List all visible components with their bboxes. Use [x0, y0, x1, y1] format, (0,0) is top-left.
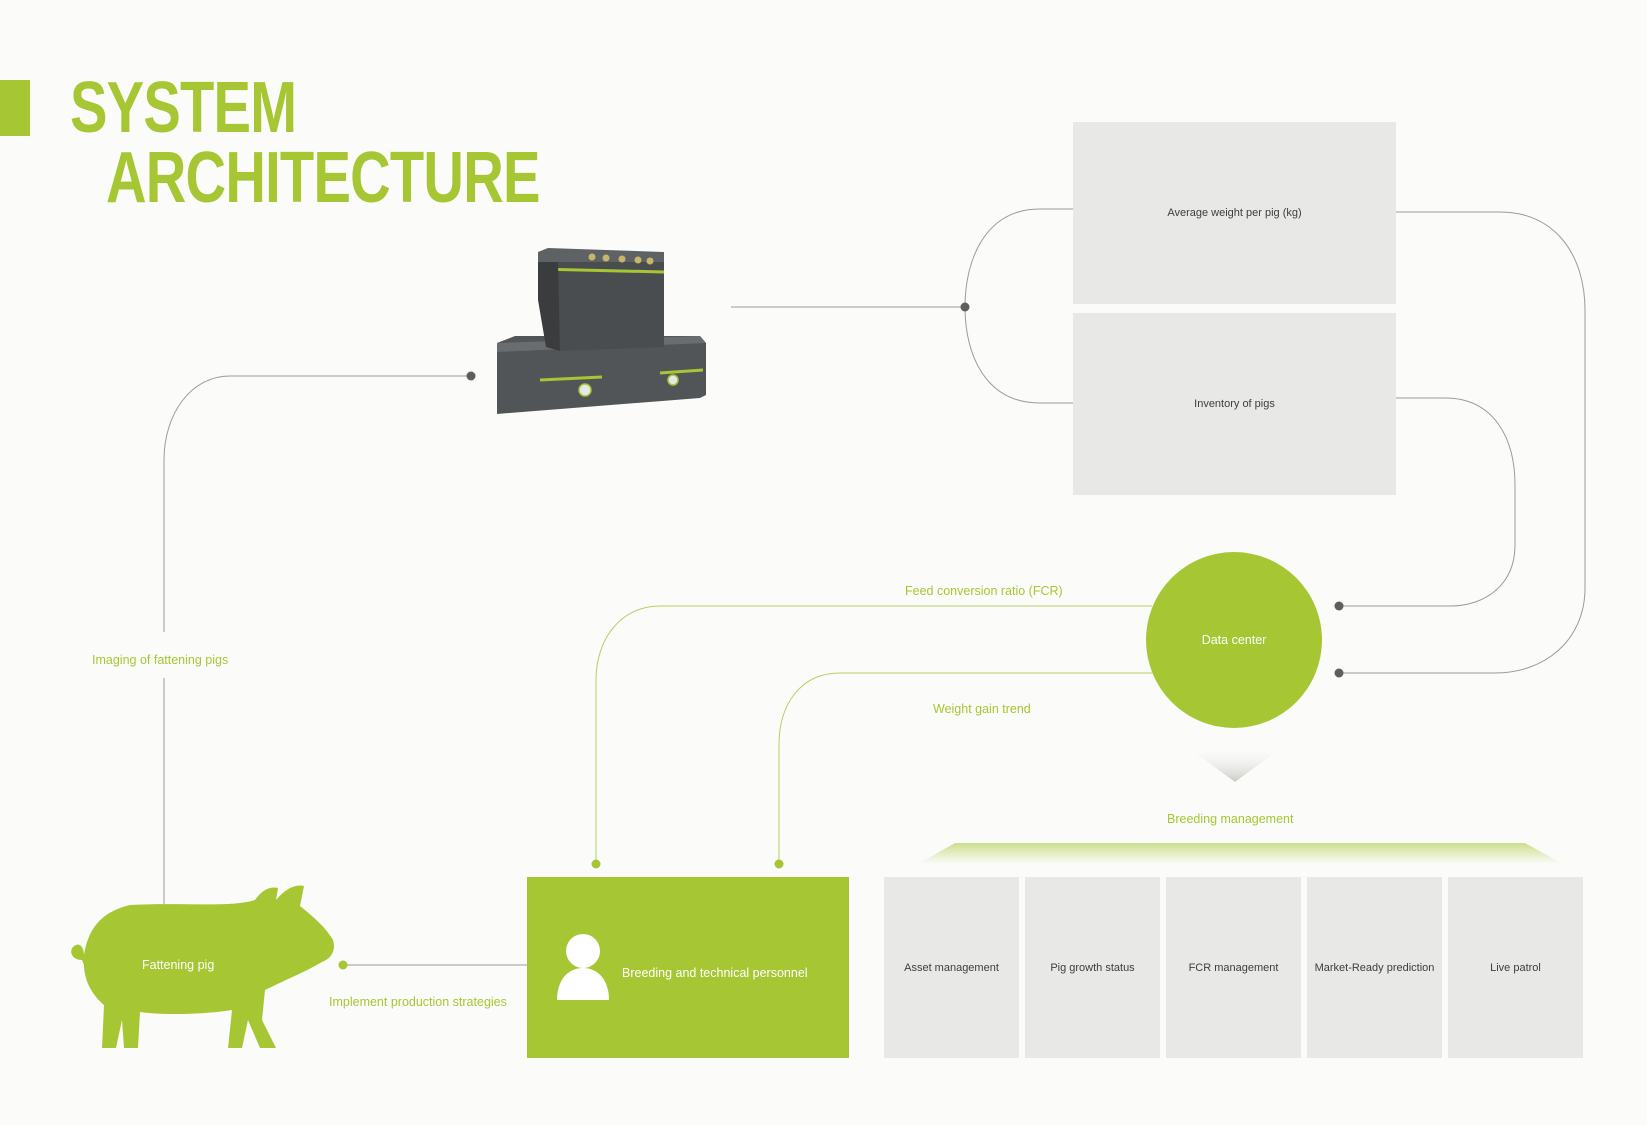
module-live-patrol: Live patrol [1448, 877, 1583, 1058]
data-center-label: Data center [1201, 633, 1267, 647]
avg-weight-box: Average weight per pig (kg) [1073, 122, 1396, 304]
dot-dc-weight [1334, 668, 1344, 678]
module-label: Asset management [904, 961, 999, 974]
inventory-box: Inventory of pigs [1073, 313, 1396, 495]
inventory-label: Inventory of pigs [1194, 398, 1275, 410]
personnel-box: Breeding and technical personnel [527, 877, 849, 1058]
dot-personnel-fcr [591, 859, 601, 869]
breeding-shelf [918, 843, 1563, 864]
module-fcr-management: FCR management [1166, 877, 1301, 1058]
implement-label: Implement production strategies [329, 995, 507, 1009]
title-accent-bar [0, 80, 30, 136]
dot-fork [960, 302, 970, 312]
dot-device-left [466, 371, 476, 381]
module-pig-growth-status: Pig growth status [1025, 877, 1160, 1058]
inventory-to-datacenter-line [1340, 397, 1516, 607]
module-label: Pig growth status [1050, 961, 1135, 974]
module-label: Live patrol [1490, 961, 1541, 974]
breeding-management-label: Breeding management [1167, 812, 1294, 826]
weight-gain-label: Weight gain trend [933, 702, 1031, 716]
camera-device-icon [497, 248, 706, 414]
fattening-pig-label: Fattening pig [142, 958, 215, 972]
fcr-label: Feed conversion ratio (FCR) [905, 584, 1063, 598]
module-label: FCR management [1188, 961, 1279, 974]
page-title-line1: SYSTEM [70, 68, 297, 148]
weight-to-datacenter-line [1340, 211, 1586, 674]
module-label: Market-Ready prediction [1314, 961, 1435, 974]
dot-pig [338, 960, 348, 970]
module-market-ready-prediction: Market-Ready prediction [1307, 877, 1442, 1058]
avg-weight-label: Average weight per pig (kg) [1167, 207, 1302, 219]
imaging-line [163, 375, 471, 632]
weight-gain-line [778, 672, 1152, 864]
page-title-line2: ARCHITECTURE [106, 138, 540, 218]
dot-dc-inventory [1334, 601, 1344, 611]
pig-icon [71, 885, 334, 1048]
data-center-node: Data center [1146, 552, 1322, 728]
dot-personnel-trend [774, 859, 784, 869]
fcr-line [595, 605, 1152, 864]
personnel-label: Breeding and technical personnel [622, 966, 808, 980]
down-arrow-shape [1185, 745, 1285, 782]
module-asset-management: Asset management [884, 877, 1019, 1058]
metrics-fork-line [964, 208, 1073, 404]
imaging-label: Imaging of fattening pigs [92, 653, 229, 667]
